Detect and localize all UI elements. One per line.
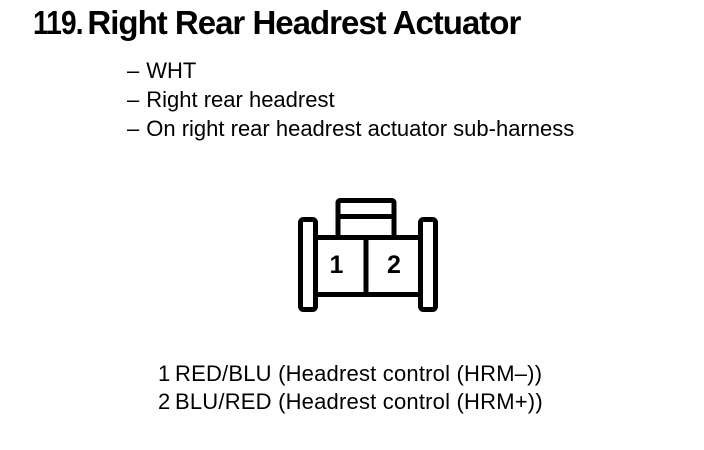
detail-text: Right rear headrest (146, 87, 335, 112)
connector-diagram: 1 2 (298, 198, 438, 312)
cavity-2-label: 2 (387, 251, 401, 279)
entry-number: 119. (33, 4, 84, 41)
dash-bullet: – (127, 87, 140, 112)
detail-item-harness: –On right rear headrest actuator sub-har… (127, 114, 574, 143)
pin-description: BLU/RED (Headrest control (HRM+)) (175, 389, 543, 414)
pinout-row-2: 2 BLU/RED (Headrest control (HRM+)) (158, 388, 543, 416)
dash-bullet: – (127, 58, 140, 83)
pin-number: 1 (158, 361, 171, 386)
pinout-legend: 1 RED/BLU (Headrest control (HRM–)) 2 BL… (158, 360, 543, 416)
pinout-row-1: 1 RED/BLU (Headrest control (HRM–)) (158, 360, 543, 388)
pin-description: RED/BLU (Headrest control (HRM–)) (175, 361, 543, 386)
entry-title: Right Rear Headrest Actuator (87, 4, 521, 41)
pin-number: 2 (158, 389, 171, 414)
cavity-1-label: 1 (330, 251, 344, 279)
left-ear (298, 217, 318, 312)
detail-text: On right rear headrest actuator sub-harn… (146, 116, 575, 141)
right-ear (418, 217, 438, 312)
detail-text: WHT (146, 58, 197, 83)
connector-details: –WHT –Right rear headrest –On right rear… (127, 56, 574, 143)
dash-bullet: – (127, 116, 140, 141)
detail-item-location: –Right rear headrest (127, 85, 574, 114)
page-title: 119. Right Rear Headrest Actuator (33, 3, 521, 43)
detail-item-wire-color: –WHT (127, 56, 574, 85)
